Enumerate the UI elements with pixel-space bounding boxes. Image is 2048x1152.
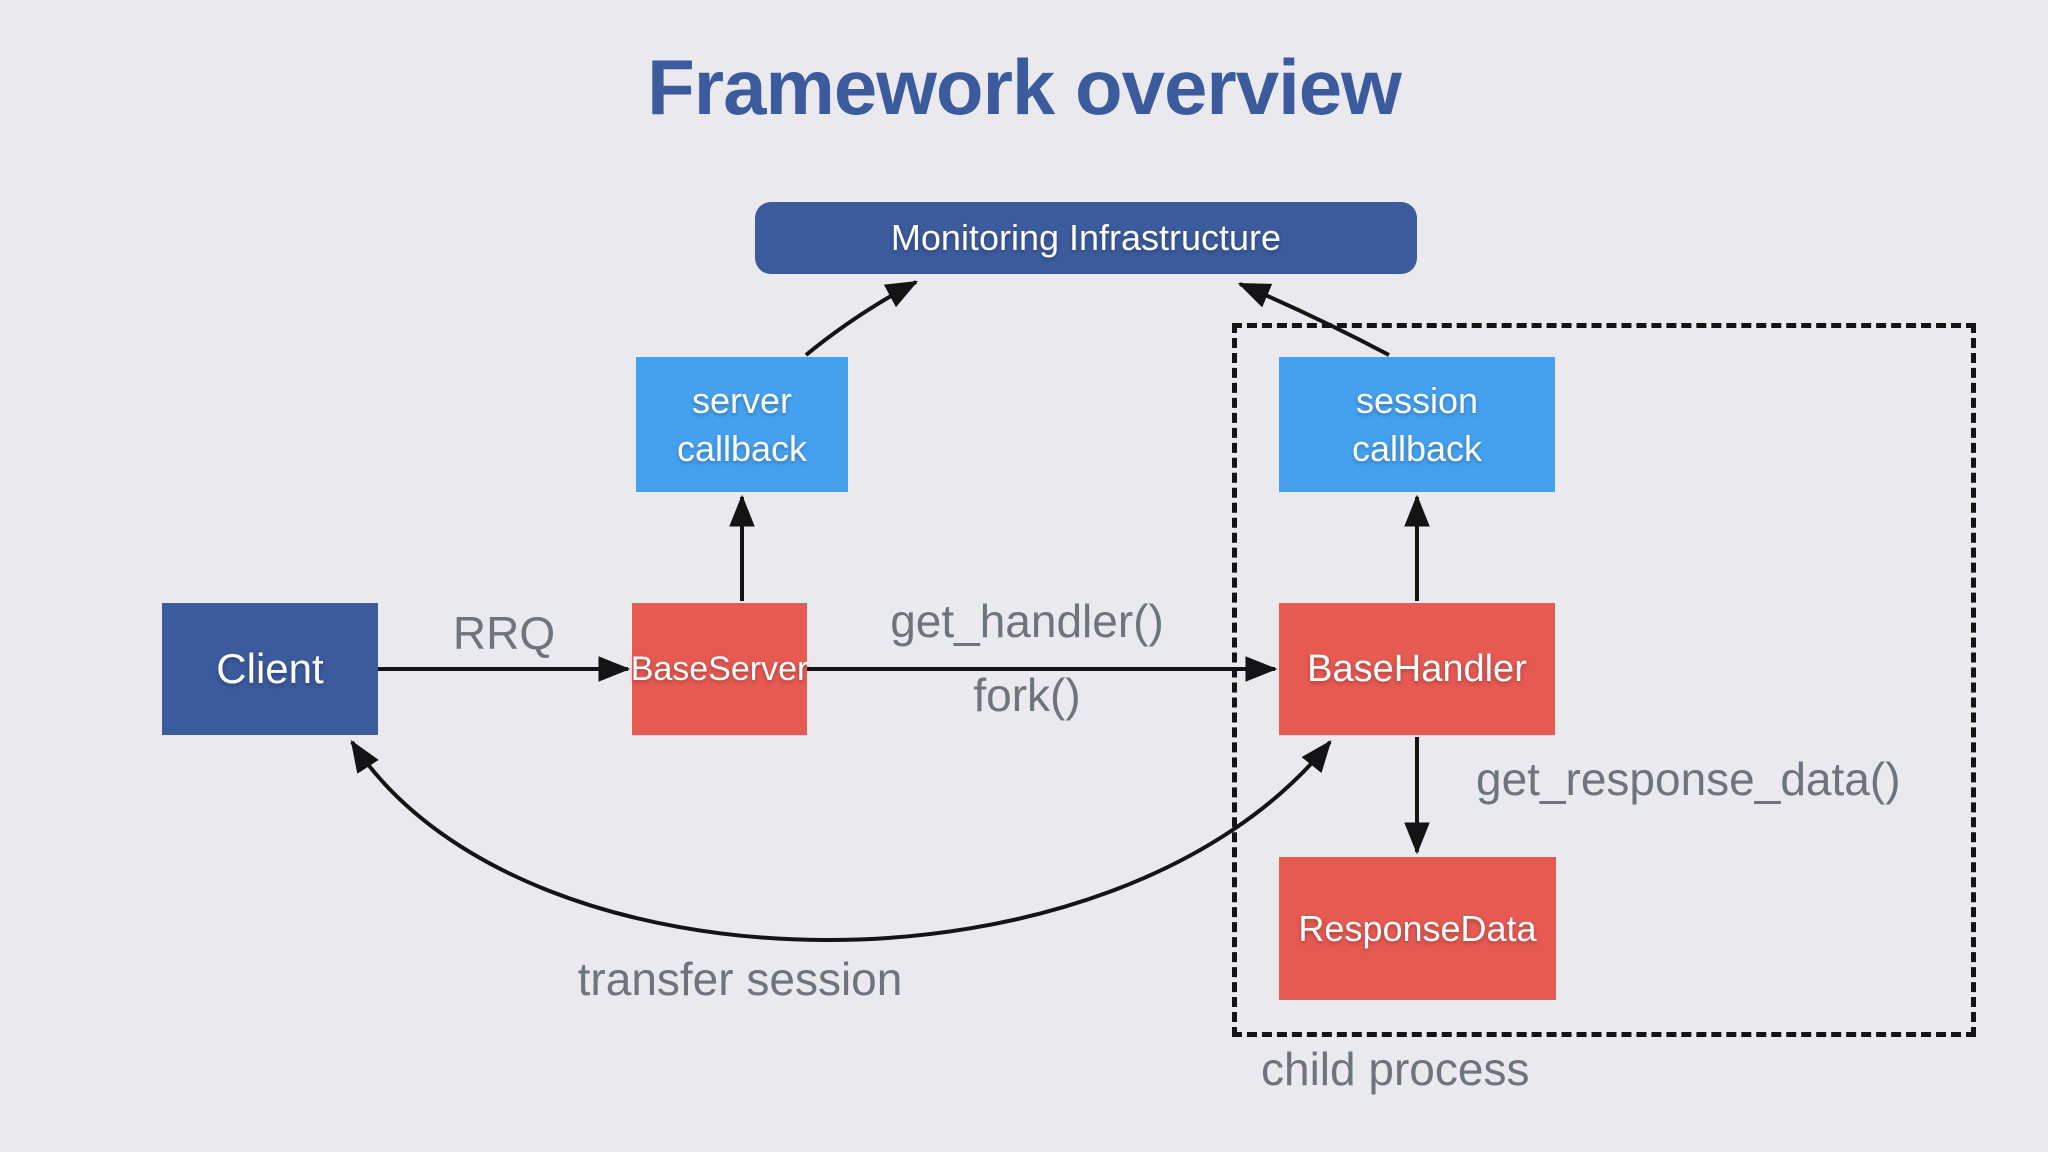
edge-label-get-response-data: get_response_data()	[1476, 753, 1901, 805]
node-monitoring-infrastructure-label: Monitoring Infrastructure	[890, 217, 1282, 258]
node-responsedata-label: ResponseData	[1298, 907, 1537, 949]
arrow-server-callback-to-monitoring	[804, 280, 919, 357]
arrow-transfer-session	[350, 739, 1332, 942]
node-monitoring-infrastructure: Monitoring Infrastructure	[755, 202, 1417, 274]
node-responsedata: ResponseData	[1279, 857, 1556, 1000]
page-title: Framework overview	[647, 43, 1402, 131]
node-session-callback-label: session callback	[1351, 379, 1483, 469]
arrow-session-callback-to-monitoring	[1237, 282, 1390, 357]
node-basehandler: BaseHandler	[1279, 603, 1555, 735]
child-process-container	[1232, 323, 1976, 1037]
node-server-callback-label: server callback	[676, 379, 808, 469]
node-session-callback: session callback	[1279, 357, 1555, 492]
node-basehandler-label: BaseHandler	[1307, 647, 1527, 690]
node-client: Client	[162, 603, 378, 735]
edge-label-rrq: RRQ	[452, 607, 556, 659]
edge-label-fork: fork()	[973, 669, 1081, 721]
node-server-callback: server callback	[636, 357, 848, 492]
child-process-label: child process	[1261, 1043, 1530, 1095]
node-client-label: Client	[216, 645, 324, 692]
node-baseserver-label: BaseServer	[630, 649, 809, 688]
node-baseserver: BaseServer	[630, 603, 809, 735]
edge-label-get-handler: get_handler()	[890, 595, 1164, 647]
edge-label-transfer-session: transfer session	[577, 953, 903, 1005]
